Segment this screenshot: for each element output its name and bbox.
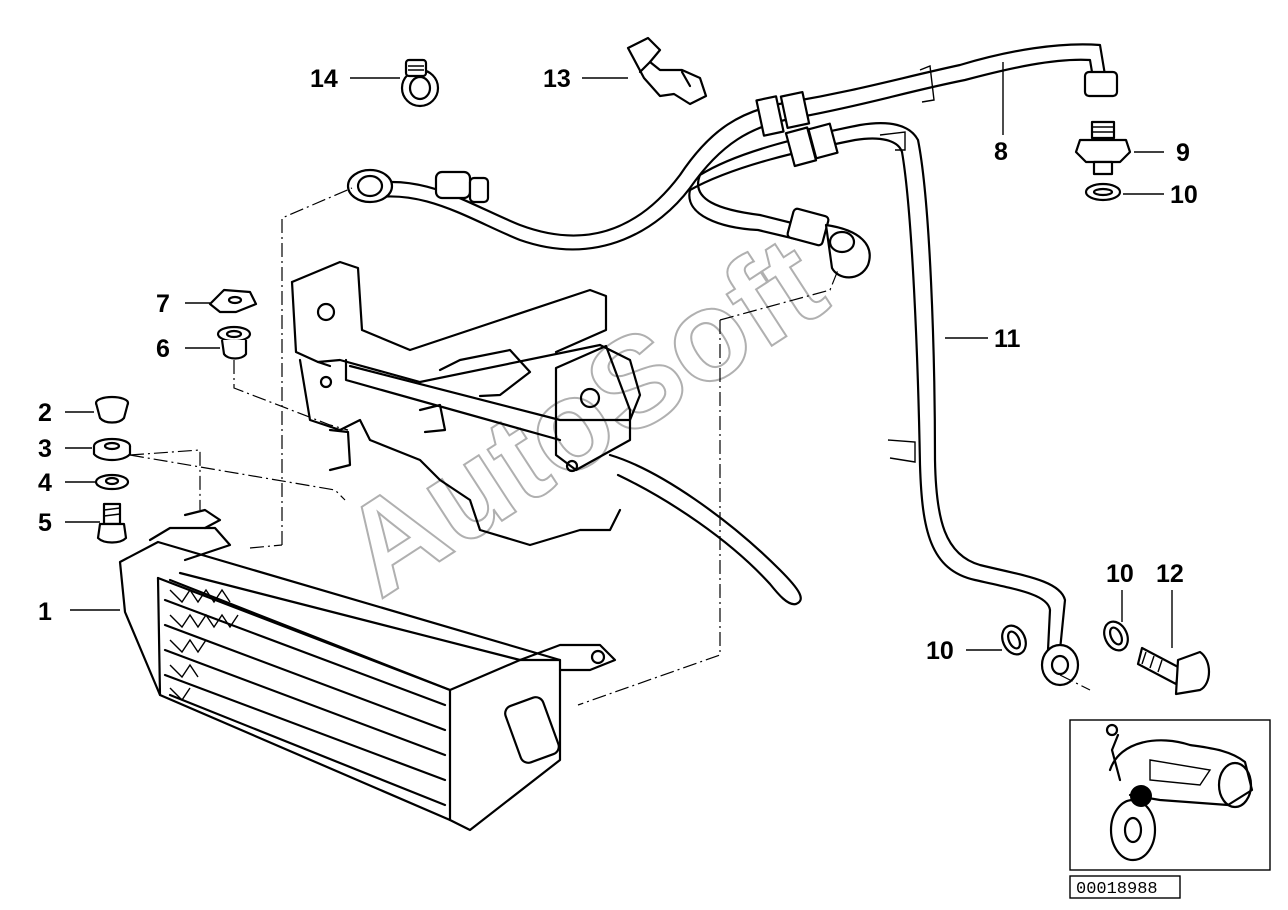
callout-labels: 1 2 3 4 5 6 7 8 9 10 10 10 11 12 13 14 xyxy=(38,65,1198,665)
oil-line-8[interactable] xyxy=(346,43,1119,251)
mounting-bracket[interactable] xyxy=(290,260,802,606)
callout-10-right: 10 xyxy=(1106,560,1134,588)
callout-7: 7 xyxy=(156,290,170,318)
motorcycle-icon xyxy=(1105,723,1254,862)
part-14-hose-clip[interactable] xyxy=(400,58,440,108)
part-13-clamp[interactable] xyxy=(626,36,708,106)
callout-10-left: 10 xyxy=(926,637,954,665)
part-4-washer[interactable] xyxy=(94,473,130,491)
callout-10-top: 10 xyxy=(1170,181,1198,209)
callout-8: 8 xyxy=(994,138,1008,166)
callout-9: 9 xyxy=(1176,139,1190,167)
callout-12: 12 xyxy=(1156,560,1184,588)
callout-13: 13 xyxy=(543,65,571,93)
part-5-screw[interactable] xyxy=(96,502,128,544)
callout-2: 2 xyxy=(38,399,52,427)
callout-14: 14 xyxy=(310,65,338,93)
callout-5: 5 xyxy=(38,509,52,537)
watermark: AutoSoft xyxy=(316,208,849,624)
callout-1: 1 xyxy=(38,598,52,626)
part-10-seal-left[interactable] xyxy=(998,622,1031,658)
part-12-banjo-bolt[interactable] xyxy=(1136,646,1211,696)
reference-box: 00018988 xyxy=(1069,875,1181,899)
part-7-clip[interactable] xyxy=(208,288,258,314)
leader-lines xyxy=(65,62,1173,651)
callout-3: 3 xyxy=(38,435,52,463)
part-10-seal-right[interactable] xyxy=(1100,618,1133,654)
part-6-grommet[interactable] xyxy=(216,325,252,360)
part-10-seal-top[interactable] xyxy=(1084,182,1122,202)
callout-11: 11 xyxy=(994,325,1021,353)
oil-cooler[interactable] xyxy=(118,508,617,832)
callout-4: 4 xyxy=(38,469,52,497)
part-2-bushing[interactable] xyxy=(94,395,130,424)
callout-6: 6 xyxy=(156,335,170,363)
reference-number: 00018988 xyxy=(1076,880,1158,899)
locator-inset xyxy=(1069,719,1271,871)
part-3-rubber-mount[interactable] xyxy=(92,437,132,462)
part-9-union[interactable] xyxy=(1074,120,1132,176)
oil-line-11[interactable] xyxy=(688,122,1080,687)
watermark-text: AutoSoft xyxy=(317,209,848,623)
assembly-lines xyxy=(129,187,1091,706)
